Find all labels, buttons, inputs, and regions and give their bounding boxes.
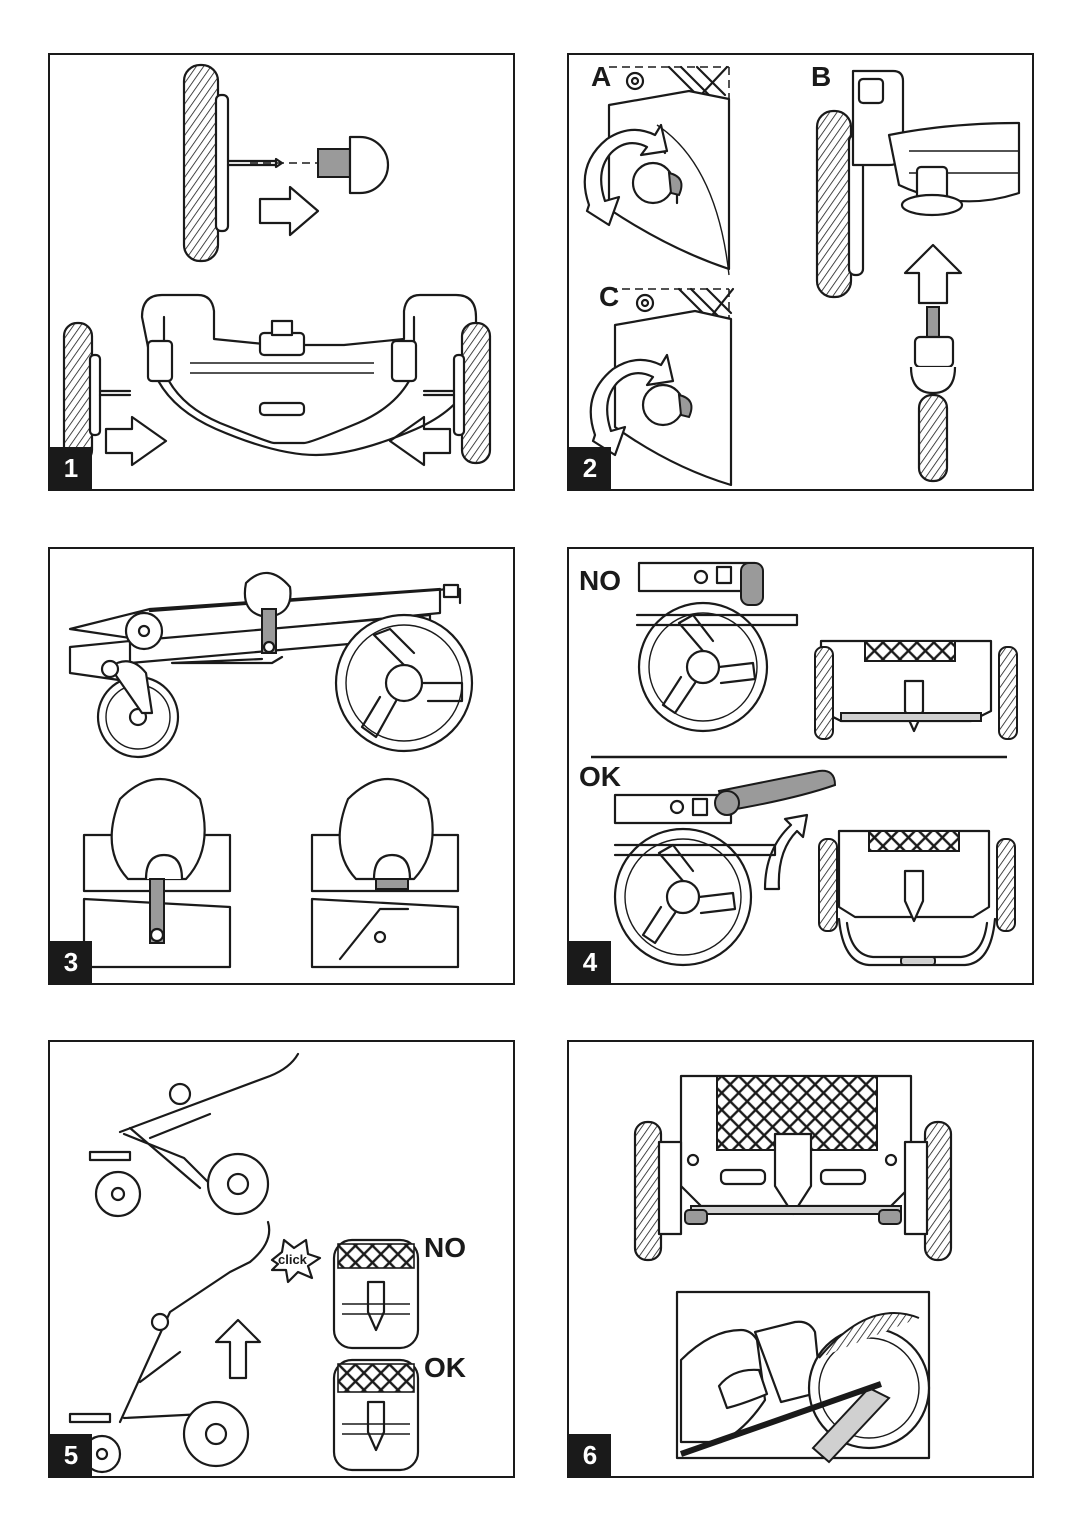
step-number-2: 2	[569, 447, 611, 489]
brake-adjustment-illustration	[583, 65, 1021, 487]
panel-4: NO OK 4	[567, 547, 1034, 985]
label-ok: OK	[424, 1352, 466, 1383]
panel-2: A B C 2	[567, 53, 1034, 491]
label-no: NO	[424, 1232, 466, 1263]
panel-3: 3	[48, 547, 515, 985]
step-number-5: 5	[50, 1434, 92, 1476]
label-no: NO	[579, 565, 621, 596]
panel-6: 6	[567, 1040, 1034, 1478]
fold-lock-illustration	[68, 571, 474, 969]
label-a: A	[591, 61, 612, 92]
panel-5: click NO OK 5	[48, 1040, 515, 1478]
brake-lever-illustration	[591, 561, 1018, 967]
unfold-illustration	[68, 1052, 420, 1474]
wheel-attachment-illustration	[62, 63, 492, 467]
step-number-4: 4	[569, 941, 611, 983]
brake-pedal-illustration	[633, 1074, 953, 1464]
click-label: click	[278, 1252, 307, 1267]
label-c: C	[599, 281, 620, 312]
step-number-3: 3	[50, 941, 92, 983]
label-b: B	[811, 61, 832, 92]
label-ok: OK	[579, 761, 621, 792]
step-number-1: 1	[50, 447, 92, 489]
panel-1: 1	[48, 53, 515, 491]
step-number-6: 6	[569, 1434, 611, 1476]
